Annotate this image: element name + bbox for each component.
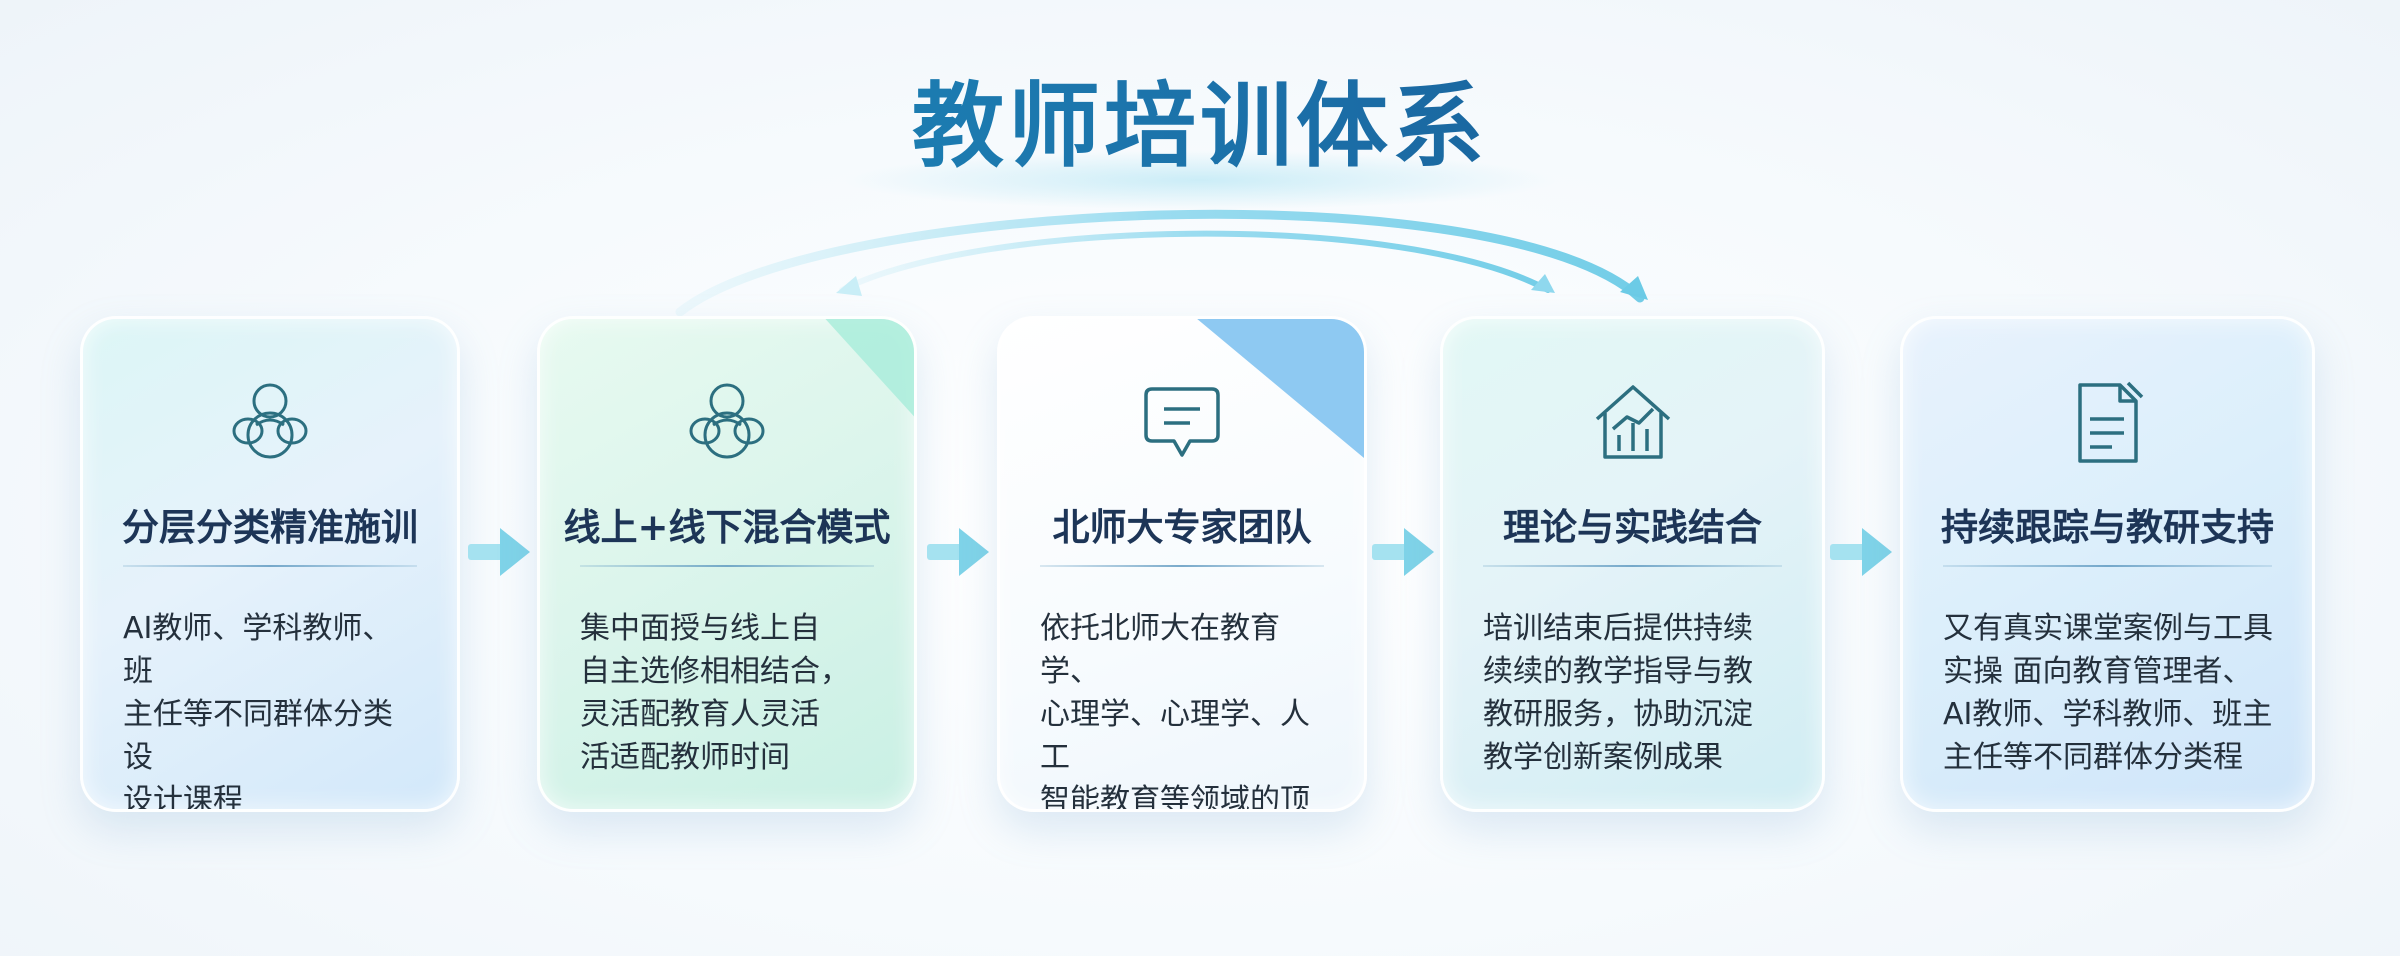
people-group-icon [220, 373, 320, 473]
house-chart-icon [1583, 373, 1683, 473]
card-description: 培训结束后提供持续 续续的教学指导与教 教研服务，协助沉淀 教学创新案例成果 [1483, 611, 1753, 775]
chat-bubble-icon [1132, 373, 1232, 473]
card-divider [123, 565, 417, 567]
card-corner-accent [820, 319, 914, 423]
arrow-right-icon [468, 528, 530, 576]
card-divider [1483, 565, 1782, 567]
inner-arc [839, 230, 1551, 293]
card-title: 理论与实践结合 [1503, 506, 1762, 549]
card-divider [1943, 565, 2272, 567]
card-tracking-support: 持续跟踪与教研支持 又有真实课堂案例与工具 实操 面向教育管理者、 AI教师、学… [1900, 316, 2315, 812]
card-description: 集中面授与线上自 自主选修相相结合， 灵活配教育人灵活 活适配教师时间 [580, 611, 850, 775]
arrow-right-icon [927, 528, 989, 576]
inner-arc-tail [836, 276, 862, 296]
title-glow [840, 150, 1560, 210]
card-description: AI教师、学科教师、班 主任等不同群体分类设 设计课程 [123, 611, 393, 812]
card-blended-mode: 线上+线下混合模式 集中面授与线上自 自主选修相相结合， 灵活配教育人灵活 活适… [537, 316, 917, 812]
card-expert-team: 北师大专家团队 依托北师大在教育学、 心理学、心理学、人工 智能教育等领域的顶 … [997, 316, 1367, 812]
card-description: 又有真实课堂案例与工具 实操 面向教育管理者、 AI教师、学科教师、班主 主任等… [1943, 611, 2273, 775]
arrow-right-icon [1372, 528, 1434, 576]
card-tiered-training: 分层分类精准施训 AI教师、学科教师、班 主任等不同群体分类设 设计课程 [80, 316, 460, 812]
card-theory-practice: 理论与实践结合 培训结束后提供持续 续续的教学指导与教 教研服务，协助沉淀 教学… [1440, 316, 1825, 812]
inner-arc-head [1531, 274, 1555, 293]
card-title: 持续跟踪与教研支持 [1941, 506, 2274, 549]
document-edit-icon [2058, 373, 2158, 473]
outer-arc [675, 209, 1645, 317]
people-group-icon [677, 373, 777, 473]
diagram-title: 教师培训体系 [0, 72, 2400, 182]
card-divider [580, 565, 874, 567]
card-divider [1040, 565, 1324, 567]
card-title: 分层分类精准施训 [122, 506, 418, 549]
card-title: 北师大专家团队 [1052, 506, 1312, 549]
outer-arc-head [1620, 276, 1648, 300]
card-description: 依托北师大在教育学、 心理学、心理学、人工 智能教育等领域的顶 尖专家资源 [1040, 611, 1310, 812]
arrow-right-icon [1830, 528, 1892, 576]
card-title: 线上+线下混合模式 [563, 506, 891, 549]
